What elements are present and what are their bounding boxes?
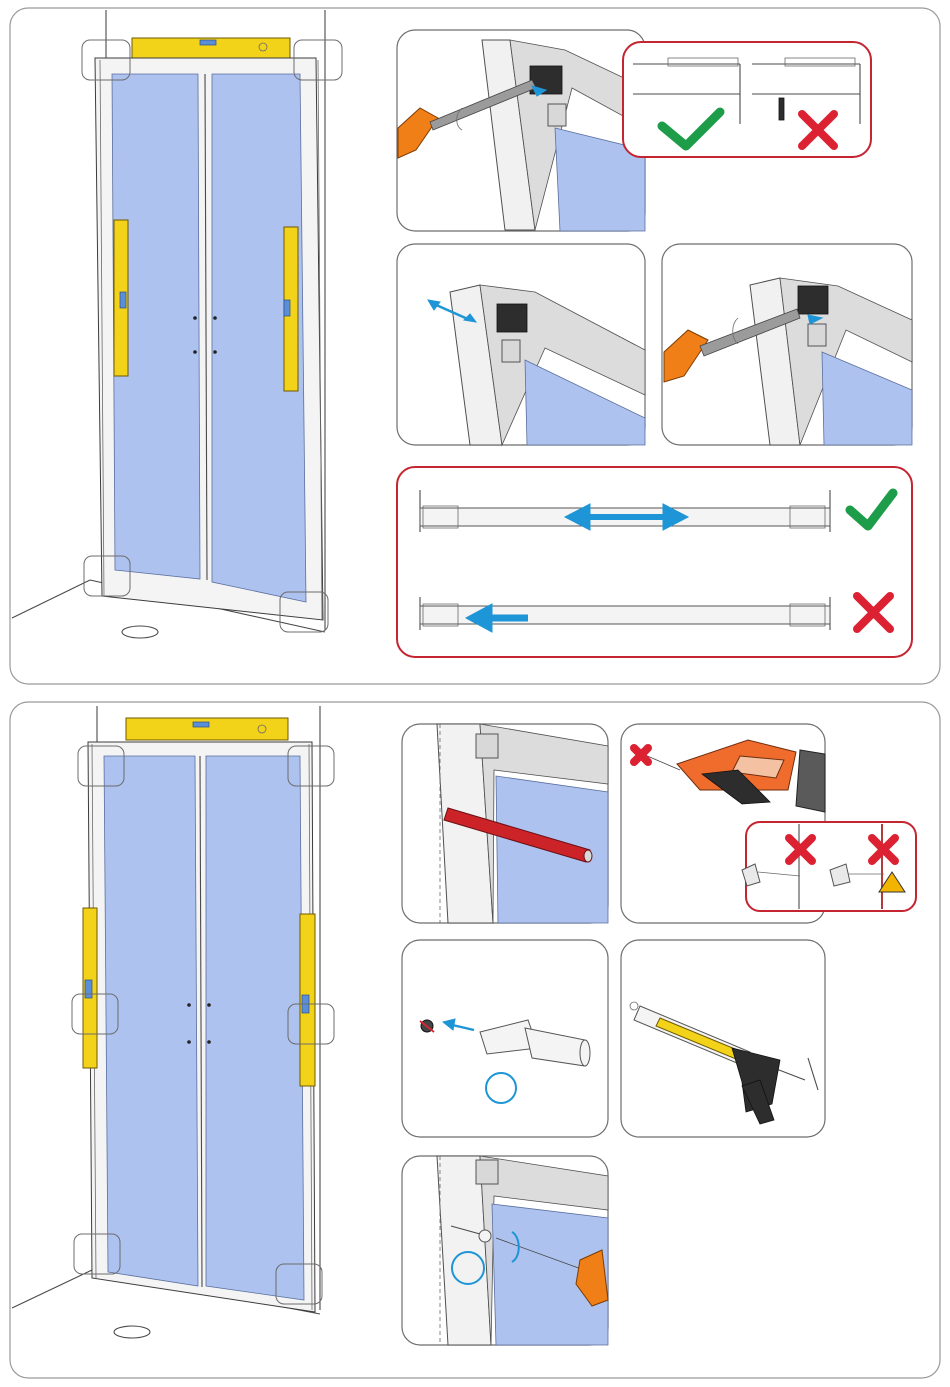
drilling-warning-callout xyxy=(746,822,916,911)
spirit-level-icon xyxy=(126,718,288,740)
rail-alignment-callout xyxy=(397,467,912,657)
bottom-step-insert-wall-plug xyxy=(402,940,608,1137)
bottom-step-mark-hole xyxy=(402,724,608,923)
top-rail-alignment-callout xyxy=(397,467,912,657)
comparison-callout xyxy=(623,42,871,157)
top-step-screw-upper-rail xyxy=(397,30,645,231)
bottom-step-fix-screw xyxy=(402,1156,608,1345)
bottom-step-apply-silicone xyxy=(621,940,825,1137)
top-step-adjust-frame xyxy=(397,244,645,445)
top-callout-correct-incorrect xyxy=(623,42,871,157)
glass-panel-right xyxy=(206,756,304,1300)
top-step-tighten-frame-screw xyxy=(662,244,912,445)
